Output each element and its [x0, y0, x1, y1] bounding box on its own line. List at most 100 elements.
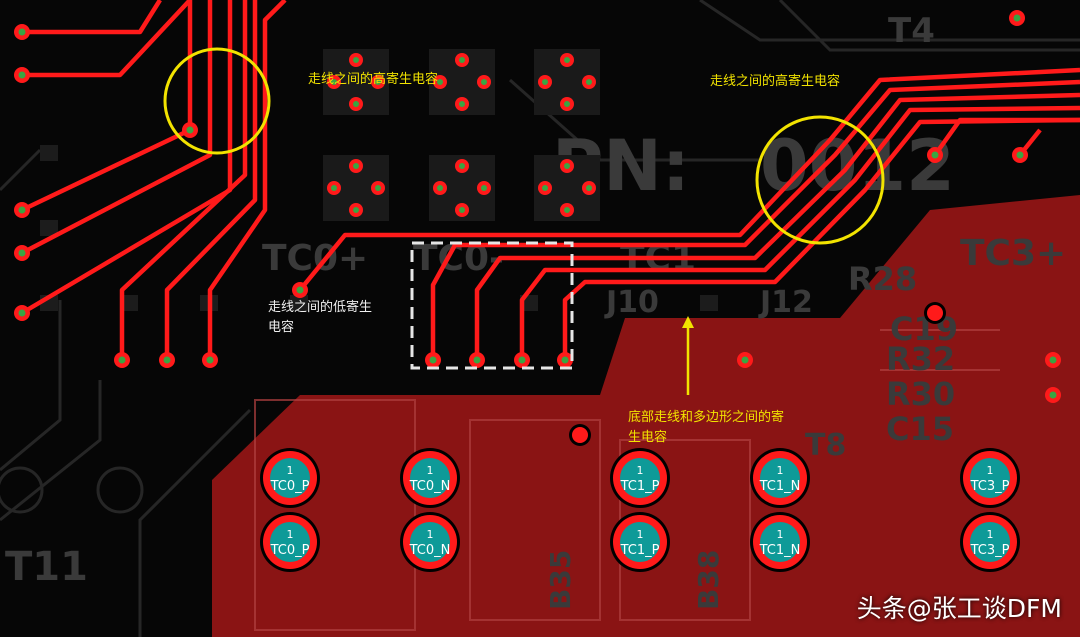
cluster-via — [455, 53, 469, 67]
pad-net-label: TC0_N — [409, 479, 451, 494]
pad-net-label: TC1_N — [759, 479, 801, 494]
cluster-via — [538, 181, 552, 195]
pad-number-label: 1 — [427, 528, 434, 541]
trace-via — [202, 352, 218, 368]
pad-number-label: 1 — [427, 464, 434, 477]
trace-via — [737, 352, 753, 368]
trace-via — [1045, 352, 1061, 368]
pad-number-label: 1 — [637, 528, 644, 541]
cluster-via — [455, 97, 469, 111]
cluster-via — [560, 53, 574, 67]
pad-net-label: TC0_P — [270, 479, 310, 494]
silk-b38: B38 — [692, 550, 725, 610]
annotation-circle-right — [755, 115, 885, 245]
cluster-via — [455, 203, 469, 217]
annotation-circle-left — [163, 47, 271, 155]
silk-r32: R32 — [886, 340, 955, 378]
note-high-parasitic-right: 走线之间的高寄生电容 — [710, 74, 841, 89]
pad-net-label: TC1_P — [620, 479, 660, 494]
cluster-via — [327, 181, 341, 195]
silk-j10: J10 — [604, 285, 659, 320]
via-cluster — [323, 49, 389, 115]
trace-via — [514, 352, 530, 368]
via-clusters — [323, 49, 600, 221]
pad-number-label: 1 — [777, 464, 784, 477]
trace-right-1 — [933, 117, 1080, 157]
cluster-via — [327, 75, 341, 89]
silk-t11: T11 — [5, 544, 88, 590]
silk-c15: C15 — [886, 410, 954, 448]
cluster-via — [349, 53, 363, 67]
trace-via — [1012, 147, 1028, 163]
thru-hole-via — [569, 424, 591, 446]
cluster-via — [560, 203, 574, 217]
pad-number-label: 1 — [287, 528, 294, 541]
trace-left-2 — [22, 0, 192, 78]
pad-number-label: 1 — [637, 464, 644, 477]
pad-net-label: TC0_P — [270, 543, 310, 558]
trace-mid-1 — [298, 67, 1080, 292]
trace-via — [14, 305, 30, 321]
pad-number-label: 1 — [987, 464, 994, 477]
pad-number-label: 1 — [777, 528, 784, 541]
silk-c19: C19 — [890, 310, 958, 348]
cluster-via — [582, 181, 596, 195]
cluster-via — [349, 203, 363, 217]
via-cluster — [534, 49, 600, 115]
cluster-via — [371, 181, 385, 195]
pad-net-label: TC3_P — [970, 479, 1010, 494]
cluster-via — [538, 75, 552, 89]
cluster-via — [582, 75, 596, 89]
cluster-via — [560, 97, 574, 111]
trace-mid-4 — [519, 105, 1080, 360]
cluster-via — [433, 75, 447, 89]
trace-left-7 — [164, 0, 258, 360]
silk-r30: R30 — [886, 375, 955, 413]
silk-t4: T4 — [888, 11, 935, 51]
pad-net-label: TC0_N — [409, 543, 451, 558]
silk-t8: T8 — [805, 428, 846, 463]
connector-pads: 1TC0_P1TC0_N1TC1_P1TC1_N1TC3_P1TC0_P1TC0… — [260, 448, 1020, 572]
trace-mid-3 — [474, 92, 1080, 360]
trace-via — [557, 352, 573, 368]
cluster-via — [349, 97, 363, 111]
highlight-dashed-box — [410, 241, 574, 370]
cluster-via — [477, 75, 491, 89]
trace-left-6 — [119, 0, 248, 360]
trace-vias — [14, 10, 1061, 446]
via-cluster — [534, 155, 600, 221]
via-cluster — [429, 155, 495, 221]
pad-net-label: TC1_P — [620, 543, 660, 558]
silk-pn-digits: 0012 — [760, 125, 955, 207]
cluster-via — [455, 159, 469, 173]
trace-via — [292, 282, 308, 298]
trace-via — [14, 245, 30, 261]
note-low-parasitic: 走线之间的低寄生电容 — [268, 300, 373, 335]
trace-via — [469, 352, 485, 368]
note-high-parasitic-left: 走线之间的高寄生电容 — [308, 72, 439, 87]
watermark: 头条@张工谈DFM — [856, 594, 1062, 623]
via-cluster — [323, 155, 389, 221]
silk-b35: B35 — [544, 550, 577, 610]
trace-via — [182, 122, 198, 138]
trace-left-8 — [207, 0, 287, 360]
cluster-via — [433, 181, 447, 195]
pad-net-label: TC3_P — [970, 543, 1010, 558]
cluster-via — [349, 159, 363, 173]
trace-via — [14, 24, 30, 40]
pad-number-label: 1 — [287, 464, 294, 477]
trace-via — [159, 352, 175, 368]
cluster-via — [560, 159, 574, 173]
trace-via — [114, 352, 130, 368]
trace-mid-5 — [562, 117, 1080, 360]
